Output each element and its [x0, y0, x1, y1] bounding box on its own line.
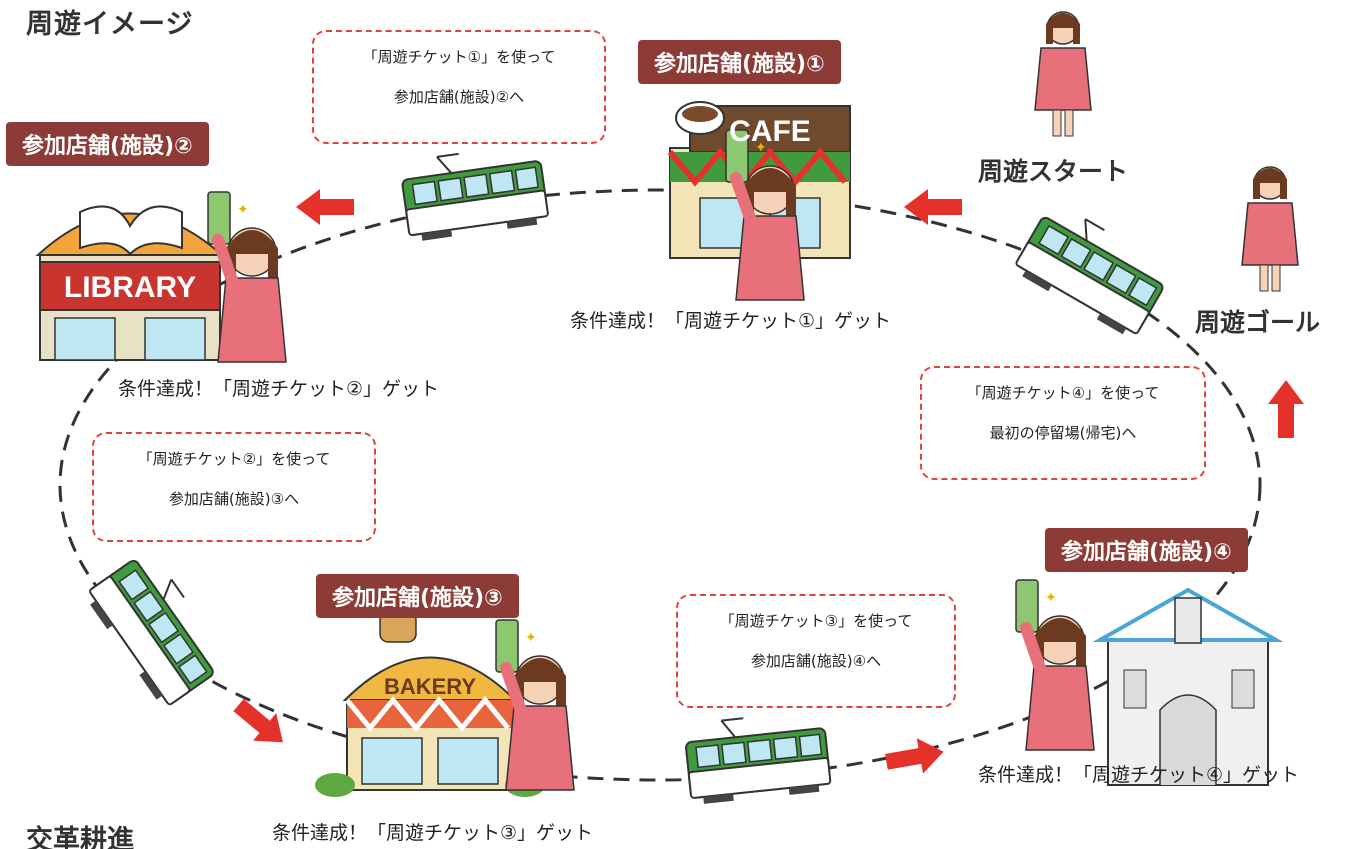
start-person — [1034, 11, 1092, 137]
girl-store4 — [1016, 580, 1094, 750]
instruction-box-1-line2: 参加店舗(施設)②へ — [393, 88, 525, 106]
instruction-box-4-line1: 「周遊チケット④」を使って — [966, 384, 1160, 402]
tram-top — [398, 141, 551, 244]
arrow-to-store4 — [883, 734, 947, 780]
instruction-box-4-line2: 最初の停留場(帰宅)へ — [989, 424, 1137, 442]
instruction-box-3: 「周遊チケット③」を使って 参加店舗(施設)④へ — [676, 594, 956, 708]
library-sign: LIBRARY — [64, 271, 196, 304]
store-label-4: 参加店舗(施設)④ — [1045, 528, 1248, 572]
caption-store-4: 条件達成！「周遊チケット④」ゲット — [978, 764, 1300, 786]
instruction-box-1-line1: 「周遊チケット①」を使って — [362, 48, 556, 66]
goal-person — [1241, 166, 1299, 292]
instruction-box-2-line2: 参加店舗(施設)③へ — [168, 490, 300, 508]
cafe-sign: CAFE — [729, 115, 811, 148]
instruction-box-2-line1: 「周遊チケット②」を使って — [137, 450, 331, 468]
goal-label: 周遊ゴール — [1195, 308, 1321, 337]
instruction-box-1: 「周遊チケット①」を使って 参加店舗(施設)②へ — [312, 30, 606, 144]
store-label-3: 参加店舗(施設)③ — [316, 574, 519, 618]
arrow-to-bakery — [226, 691, 295, 757]
tram-bottom — [682, 708, 833, 807]
instruction-box-3-line1: 「周遊チケット③」を使って — [719, 612, 913, 630]
caption-store-3: 条件達成！「周遊チケット③」ゲット — [272, 822, 594, 844]
start-label: 周遊スタート — [978, 157, 1129, 186]
bakery-building — [315, 611, 545, 797]
instruction-box-3-line2: 参加店舗(施設)④へ — [750, 652, 882, 670]
instruction-box-2: 「周遊チケット②」を使って 参加店舗(施設)③へ — [92, 432, 376, 542]
store-label-1: 参加店舗(施設)① — [638, 40, 841, 84]
caption-store-1: 条件達成！「周遊チケット①」ゲット — [570, 310, 892, 332]
route-loop — [58, 188, 1262, 782]
tram-right — [1010, 199, 1175, 342]
tram-left — [82, 547, 231, 711]
store-label-2: 参加店舗(施設)② — [6, 122, 209, 166]
caption-store-2: 条件達成！「周遊チケット②」ゲット — [118, 378, 440, 400]
section2-title: 交革耕進 — [26, 825, 134, 849]
bakery-sign: BAKERY — [384, 674, 476, 699]
arrow-to-library — [296, 189, 354, 225]
arrow-right-to-cafe — [904, 189, 962, 225]
castle-building — [1092, 587, 1284, 786]
library-building — [35, 205, 225, 361]
instruction-box-4: 「周遊チケット④」を使って 最初の停留場(帰宅)へ — [920, 366, 1206, 480]
arrow-to-goal — [1268, 380, 1304, 438]
page-title: 周遊イメージ — [26, 9, 194, 40]
